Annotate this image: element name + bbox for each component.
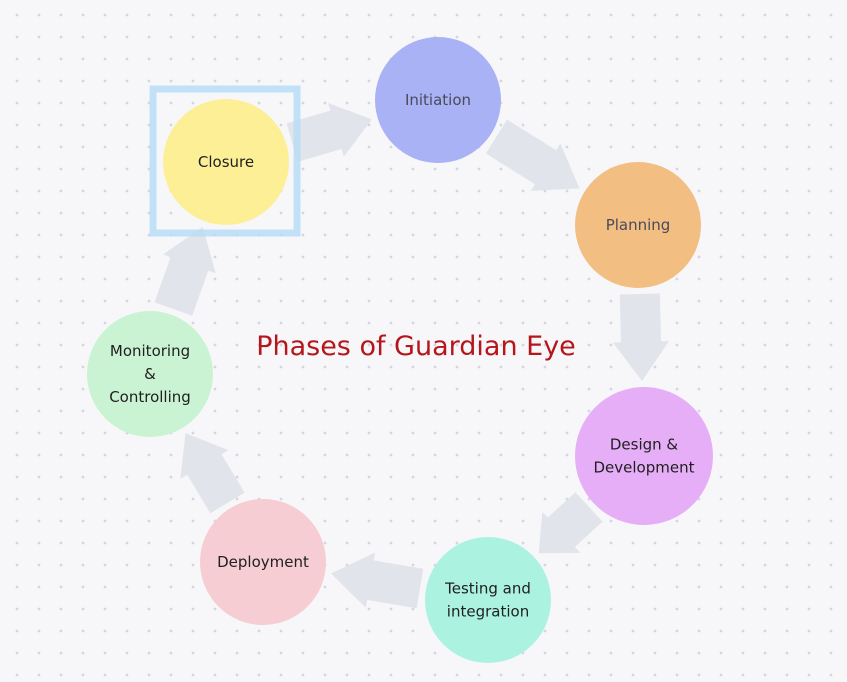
phase-label-monitoring-controlling-line-3: Controlling: [109, 388, 191, 406]
arrow-deployment-to-monitoring-controlling: [180, 433, 245, 514]
phase-label-planning-line-1: Planning: [606, 216, 671, 234]
phase-circle-testing-integration[interactable]: [425, 537, 551, 663]
arrow-closure-to-initiation: [286, 103, 372, 162]
arrows-layer: [154, 103, 669, 609]
phase-circle-closure[interactable]: [163, 99, 289, 225]
phase-label-monitoring-controlling-line-1: Monitoring: [110, 342, 190, 360]
phase-circle-design-development[interactable]: [575, 387, 713, 525]
arrow-initiation-to-planning: [485, 119, 580, 191]
phase-node-deployment[interactable]: Deployment: [200, 499, 326, 625]
phase-circle-monitoring-controlling[interactable]: [87, 311, 213, 437]
phase-node-monitoring-controlling[interactable]: Monitoring & Controlling: [87, 311, 213, 437]
phase-label-testing-integration-line-1: Testing and: [444, 580, 531, 598]
selection-box[interactable]: [149, 85, 301, 237]
phase-circle-planning[interactable]: [575, 162, 701, 288]
phase-node-initiation[interactable]: Initiation: [375, 37, 501, 163]
phase-label-deployment-line-1: Deployment: [217, 553, 309, 571]
phase-node-closure[interactable]: Closure: [163, 99, 289, 225]
phase-circle-initiation[interactable]: [375, 37, 501, 163]
phase-label-design-development-line-2: Development: [594, 459, 695, 477]
diagram-title: Phases of Guardian Eye: [256, 331, 576, 362]
arrow-design-development-to-testing-integration: [538, 492, 603, 554]
phase-label-initiation-line-1: Initiation: [405, 91, 471, 109]
phase-node-planning[interactable]: Planning: [575, 162, 701, 288]
phase-circle-deployment[interactable]: [200, 499, 326, 625]
arrow-monitoring-controlling-to-closure: [154, 227, 216, 316]
arrow-planning-to-design-development: [613, 293, 669, 381]
phase-label-testing-integration-line-2: integration: [447, 603, 529, 621]
arrow-testing-integration-to-deployment: [331, 552, 424, 609]
phase-node-design-development[interactable]: Design & Development: [575, 387, 713, 525]
phase-label-design-development-line-1: Design &: [610, 436, 679, 454]
phase-label-closure-line-1: Closure: [198, 153, 254, 171]
phase-node-testing-integration[interactable]: Testing and integration: [425, 537, 551, 663]
phase-label-monitoring-controlling-line-2: &: [144, 365, 156, 383]
